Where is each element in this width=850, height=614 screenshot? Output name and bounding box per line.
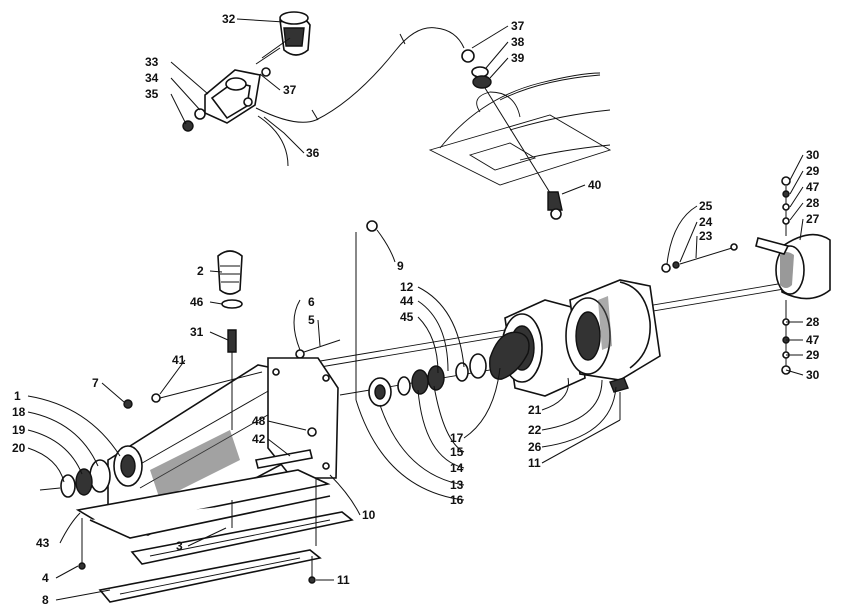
callout-45: 45 — [400, 310, 414, 324]
callout-32: 32 — [222, 12, 236, 26]
intake-housing — [39, 250, 339, 570]
callout-19: 19 — [12, 423, 26, 437]
callout-22: 22 — [528, 423, 542, 437]
leader-lines — [27, 18, 804, 601]
callout-17: 17 — [450, 431, 464, 445]
callout-47-bottom: 47 — [806, 333, 820, 347]
steering-cable-bracket — [182, 11, 465, 167]
callout-8: 8 — [42, 593, 49, 607]
callout-1: 1 — [14, 389, 21, 403]
callout-6: 6 — [308, 295, 315, 309]
callout-13: 13 — [450, 478, 464, 492]
callout-28-bottom: 28 — [806, 315, 820, 329]
callout-28-top: 28 — [806, 196, 820, 210]
intake-grate — [98, 478, 354, 603]
callout-24: 24 — [699, 215, 713, 229]
callout-33: 33 — [145, 55, 159, 69]
callout-11-bottom: 11 — [337, 573, 350, 587]
callout-10: 10 — [362, 508, 376, 522]
callout-42: 42 — [252, 432, 266, 446]
callout-34: 34 — [145, 71, 159, 85]
callout-46: 46 — [190, 295, 204, 309]
callout-37-left: 37 — [283, 83, 297, 97]
callout-41: 41 — [172, 353, 186, 367]
callout-11-right: 11 — [528, 456, 541, 470]
callout-35: 35 — [145, 87, 159, 101]
impeller-group — [355, 220, 530, 407]
callout-7: 7 — [92, 376, 99, 390]
callout-12: 12 — [400, 280, 414, 294]
callout-labels: 32 33 34 35 37 36 37 38 39 40 30 29 47 2… — [12, 12, 820, 607]
callout-29-top: 29 — [806, 164, 820, 178]
mounting-bolt — [295, 339, 341, 359]
pump-housing — [501, 279, 661, 420]
callout-47-top: 47 — [806, 180, 820, 194]
callout-30-top: 30 — [806, 148, 820, 162]
callout-30-bottom: 30 — [806, 368, 820, 382]
callout-4: 4 — [42, 571, 49, 585]
hull-mount-section — [428, 49, 612, 220]
callout-29-bottom: 29 — [806, 348, 820, 362]
callout-25: 25 — [699, 199, 713, 213]
callout-16: 16 — [450, 493, 464, 507]
callout-48: 48 — [252, 414, 266, 428]
callout-5: 5 — [308, 313, 315, 327]
steering-nozzle — [755, 176, 831, 375]
callout-43: 43 — [36, 536, 50, 550]
callout-21: 21 — [528, 403, 542, 417]
callout-31: 31 — [190, 325, 204, 339]
callout-39: 39 — [511, 51, 525, 65]
callout-18: 18 — [12, 405, 26, 419]
callout-26: 26 — [528, 440, 542, 454]
callout-2: 2 — [197, 264, 204, 278]
callout-37-right: 37 — [511, 19, 525, 33]
long-bolt-set — [661, 243, 738, 273]
callout-23: 23 — [699, 229, 713, 243]
callout-36: 36 — [306, 146, 320, 160]
callout-15: 15 — [450, 445, 464, 459]
callout-44: 44 — [400, 294, 414, 308]
callout-20: 20 — [12, 441, 26, 455]
callout-3: 3 — [176, 539, 183, 553]
callout-14: 14 — [450, 461, 464, 475]
callout-38: 38 — [511, 35, 525, 49]
callout-40: 40 — [588, 178, 602, 192]
callout-27: 27 — [806, 212, 820, 226]
callout-9: 9 — [397, 259, 404, 273]
